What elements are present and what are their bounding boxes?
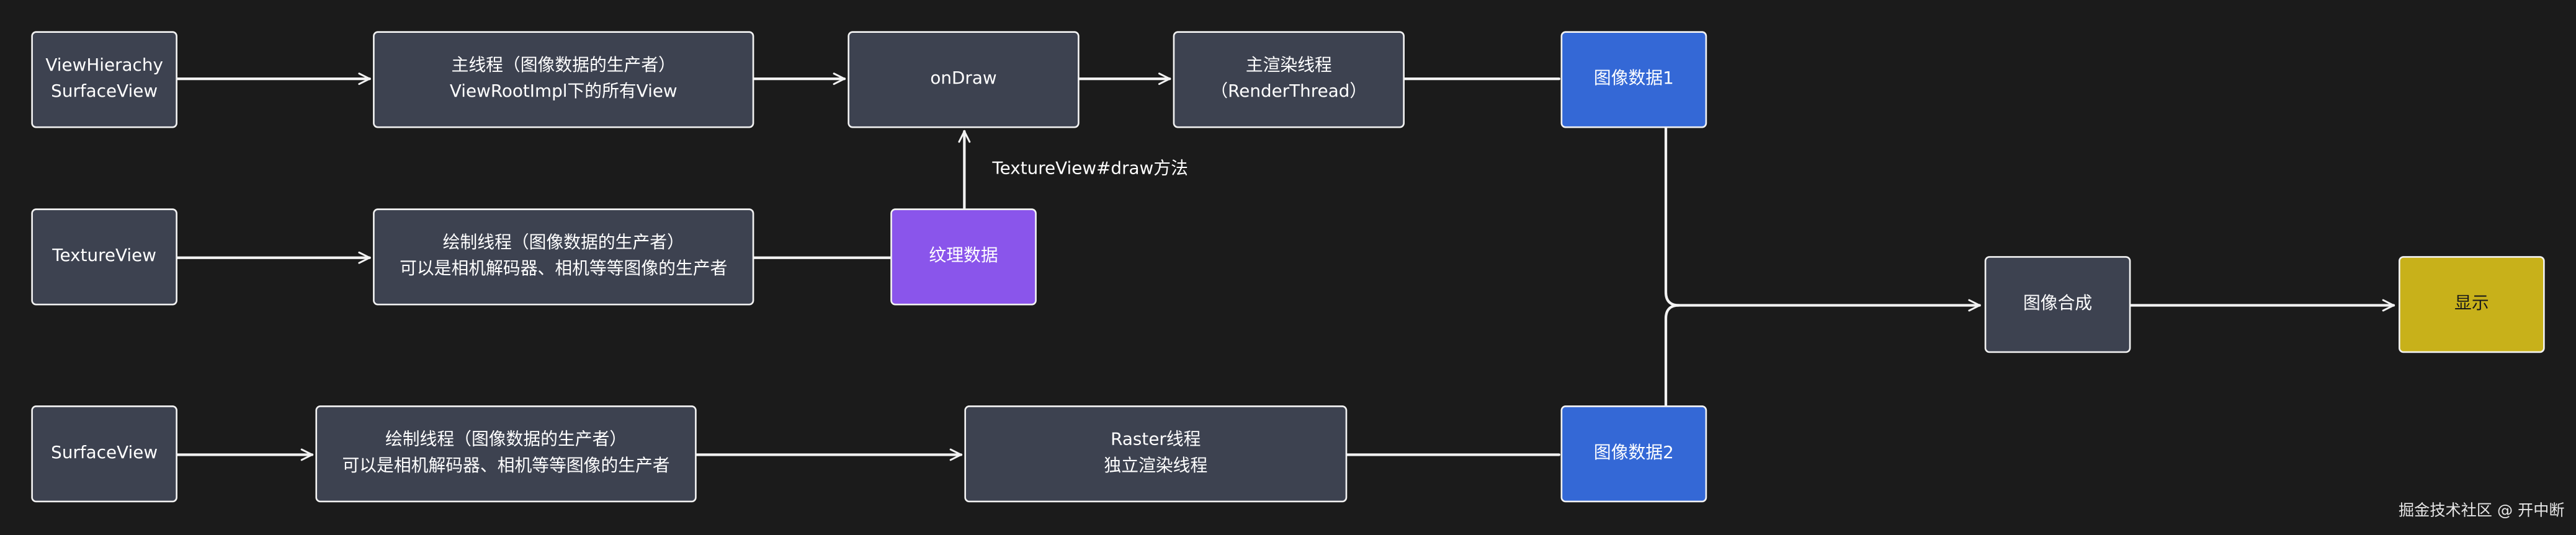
node-draw-thread-surface: 绘制线程（图像数据的生产者） 可以是相机解码器、相机等等图像的生产者 [315,405,697,503]
edge-label-textureview-draw: TextureView#draw方法 [992,159,1188,179]
node-text-line: ViewRootImpl下的所有View [449,81,678,101]
node-image-data-1: 图像数据1 [1560,31,1707,128]
node-text-line: 纹理数据 [929,245,998,266]
node-text-line: 图像数据2 [1593,443,1674,463]
node-text-line: （RenderThread） [1210,81,1367,101]
node-image-data-2: 图像数据2 [1560,405,1707,503]
node-text-line: 可以是相机解码器、相机等等图像的生产者 [342,455,670,475]
node-render-thread: 主渲染线程 （RenderThread） [1173,31,1405,128]
node-text-line: 图像合成 [2023,293,2093,314]
node-text-line: 绘制线程（图像数据的生产者） [385,430,627,450]
node-ondraw: onDraw [847,31,1080,128]
node-text-line: SurfaceView [51,81,158,101]
node-surfaceview: SurfaceView [31,405,177,503]
node-text-line: 显示 [2454,293,2489,314]
node-texture-data: 纹理数据 [890,208,1037,306]
edge-imagedata2-to-composition [1664,304,1681,407]
node-text-line: ViewHierachy [45,56,163,76]
node-viewhierachy-surfaceview: ViewHierachy SurfaceView [31,31,177,128]
node-display: 显示 [2399,256,2545,353]
node-text-line: 绘制线程（图像数据的生产者） [442,233,684,253]
node-main-thread: 主线程（图像数据的生产者） ViewRootImpl下的所有View [373,31,754,128]
node-text-line: SurfaceView [51,443,158,463]
node-raster-thread: Raster线程 独立渲染线程 [964,405,1348,503]
node-text-line: Raster线程 [1111,430,1201,450]
node-text-line: 独立渲染线程 [1104,455,1208,475]
node-draw-thread-texture: 绘制线程（图像数据的生产者） 可以是相机解码器、相机等等图像的生产者 [373,208,754,306]
node-text-line: 主线程（图像数据的生产者） [451,56,676,76]
node-text-line: TextureView [52,245,157,266]
node-text-line: 可以是相机解码器、相机等等图像的生产者 [400,259,728,278]
node-text-line: 图像数据1 [1593,68,1674,89]
edge-imagedata1-to-composition [1664,126,1981,312]
watermark: 掘金技术社区 @ 开中断 [2399,502,2565,521]
node-textureview: TextureView [31,208,177,306]
node-text-line: onDraw [930,68,997,89]
node-text-line: 主渲染线程 [1245,56,1332,76]
node-composition: 图像合成 [1984,256,2131,353]
